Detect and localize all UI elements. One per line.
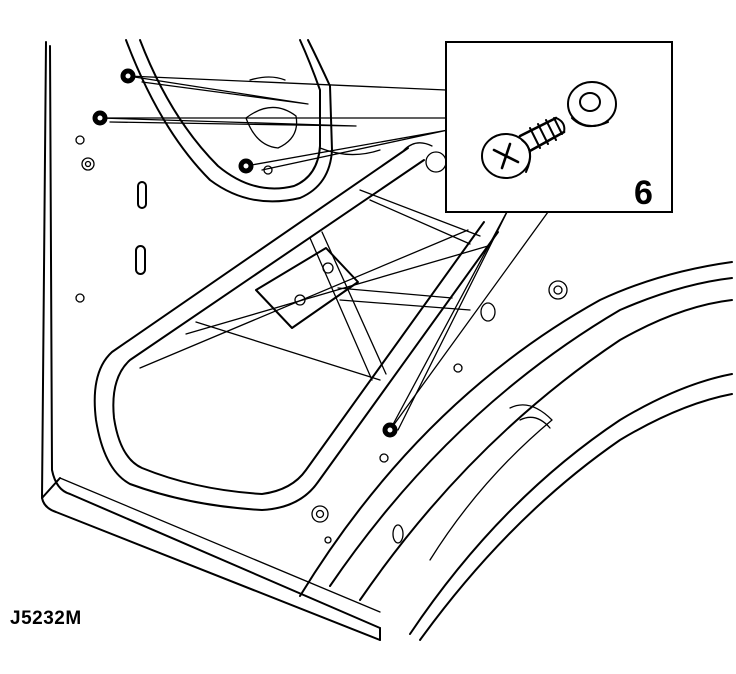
screw-with-washer-icon (481, 81, 617, 179)
access-opening-frame (93, 142, 499, 511)
callout-number: 6 (634, 174, 653, 212)
fastener-3 (238, 158, 273, 175)
door-inner-panel (41, 41, 381, 641)
fastener-4 (382, 422, 398, 438)
fastener-1 (120, 68, 136, 84)
upper-recess (125, 39, 381, 203)
fastener-2 (92, 110, 108, 126)
wheel-arch (299, 261, 733, 641)
fastener-locations (92, 68, 398, 438)
callout-inset: 6 (445, 41, 673, 213)
inner-braces (139, 189, 489, 381)
figure-reference-code: J5232M (10, 608, 82, 629)
